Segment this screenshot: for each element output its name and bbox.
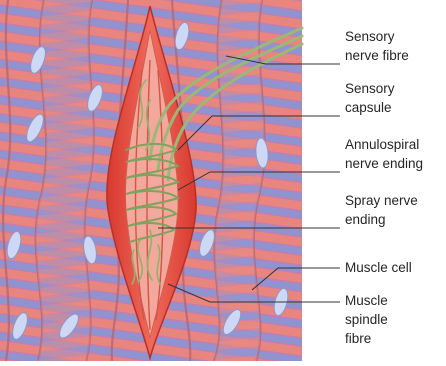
labels: Sensory nerve fibre Sensory capsule Annu… (345, 29, 423, 346)
label-spray-nerve-ending: Spray nerve ending (345, 193, 422, 227)
label-line: fibre (345, 331, 371, 346)
label-line: nerve fibre (345, 48, 409, 63)
label-line: Sensory (345, 29, 395, 44)
label-line: Annulospiral (345, 137, 419, 152)
label-line: capsule (345, 100, 392, 115)
label-muscle-spindle-fibre: Muscle spindle fibre (345, 293, 392, 346)
label-line: Muscle cell (345, 260, 412, 275)
label-line: nerve ending (345, 156, 423, 171)
label-sensory-nerve-fibre: Sensory nerve fibre (345, 29, 409, 63)
label-line: Spray nerve (345, 193, 418, 208)
label-line: spindle (345, 312, 388, 327)
label-muscle-cell: Muscle cell (345, 260, 412, 275)
label-annulospiral-nerve-ending: Annulospiral nerve ending (345, 137, 423, 171)
label-line: Muscle (345, 293, 388, 308)
label-sensory-capsule: Sensory capsule (345, 81, 398, 115)
label-line: Sensory (345, 81, 395, 96)
label-line: ending (345, 212, 386, 227)
